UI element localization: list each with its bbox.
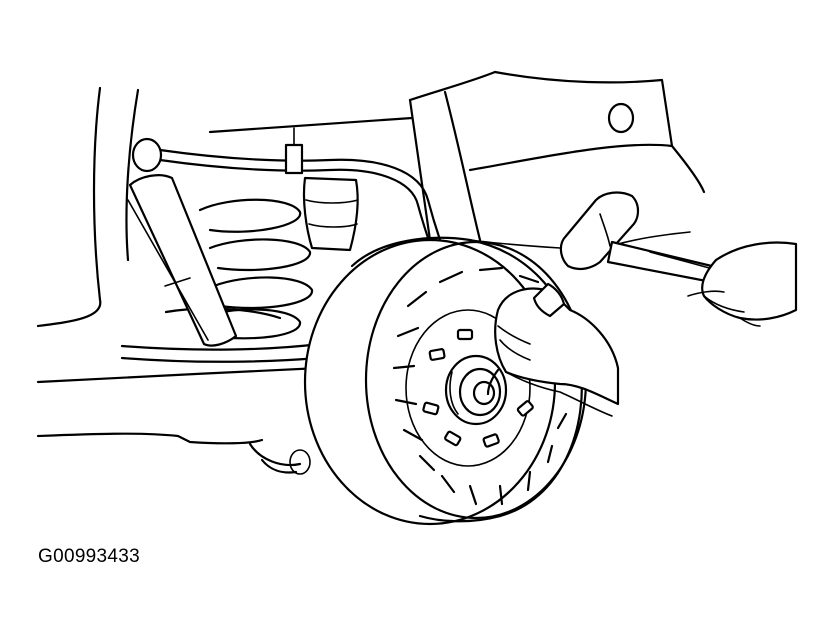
left-hand — [486, 282, 620, 417]
brake-line — [158, 127, 442, 246]
shock-absorber — [127, 137, 238, 347]
drum-slots — [392, 266, 568, 506]
lower-arm — [248, 442, 311, 475]
wheel-stud-holes — [422, 328, 534, 448]
axle-beam — [120, 342, 322, 363]
drum-hub — [444, 354, 508, 426]
bump-stop — [302, 176, 359, 252]
right-hand — [687, 241, 798, 327]
figure-code: G00993433 — [38, 546, 141, 567]
brake-drum — [303, 236, 588, 526]
